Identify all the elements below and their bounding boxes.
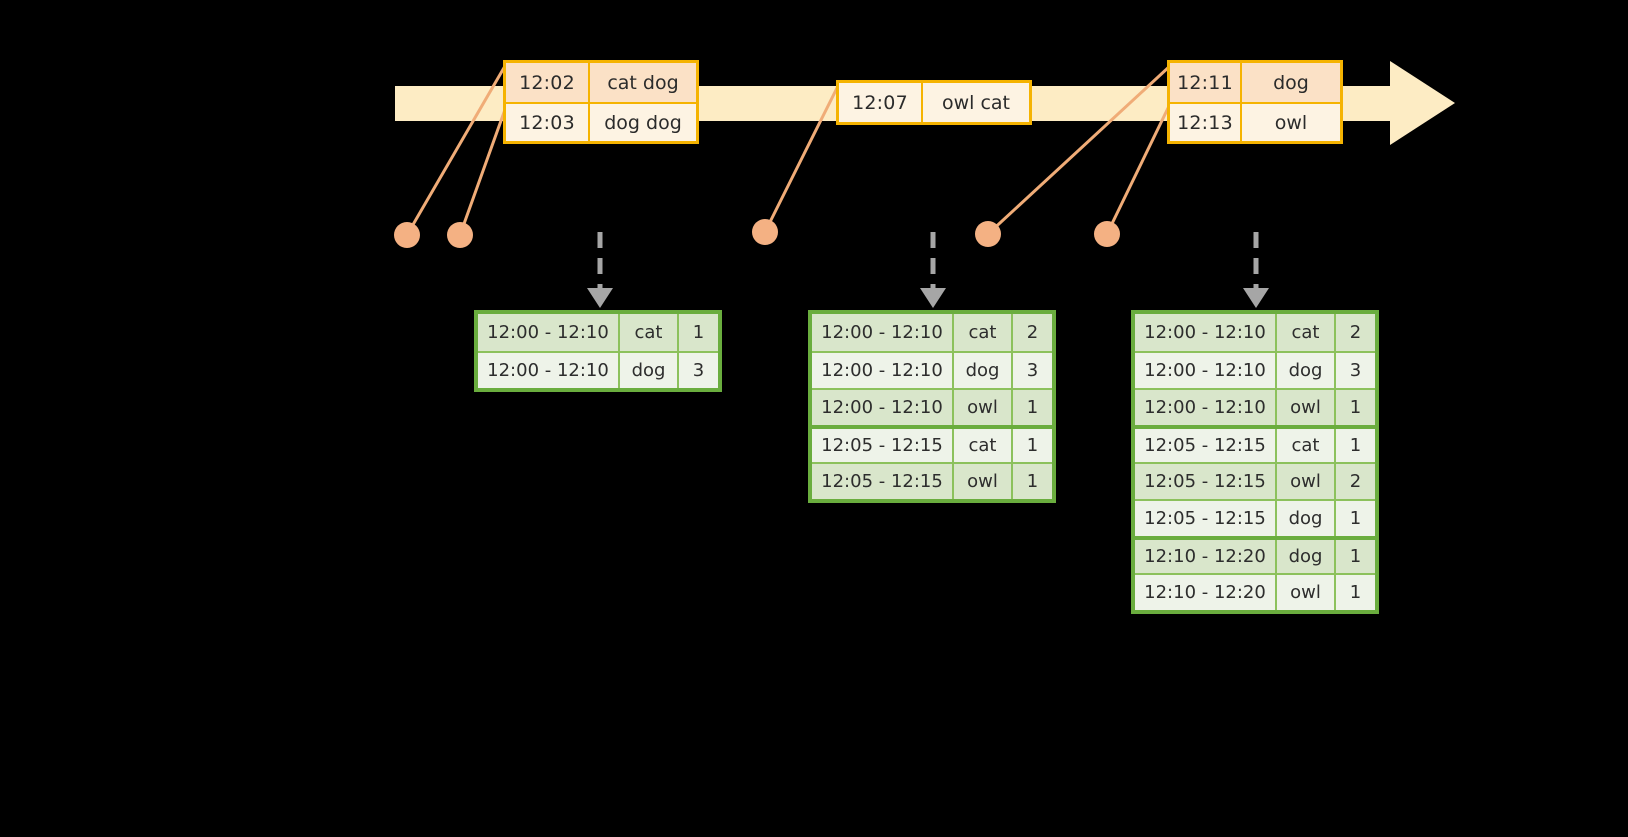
flow-arrow-group: [587, 232, 1269, 308]
cell-key: cat: [1277, 314, 1336, 351]
event-row[interactable]: 12:07 owl cat: [839, 83, 1029, 122]
event-row[interactable]: 12:11 dog: [1170, 63, 1340, 102]
cell-key: dog: [1277, 353, 1336, 388]
cell-window: 12:00 - 12:10: [1135, 390, 1277, 425]
event-value: cat dog: [607, 71, 679, 94]
cell-count: 1: [1349, 397, 1362, 418]
event-value: dog: [1273, 71, 1309, 94]
event-value: dog dog: [604, 111, 682, 134]
cell-window: 12:05 - 12:15: [1135, 429, 1277, 462]
event-time: 12:02: [506, 63, 590, 102]
cell-window: 12:05 - 12:15: [812, 464, 954, 499]
connector-12-13-line: [1105, 103, 1172, 235]
timeline-arrowhead-icon: [1390, 61, 1455, 145]
cell-count: 2: [1349, 471, 1362, 492]
cell-count: 1: [1026, 471, 1039, 492]
event-box-1[interactable]: 12:02 cat dog 12:03 dog dog: [503, 60, 699, 144]
cell-window: 12:00 - 12:10: [812, 390, 954, 425]
event-box-3[interactable]: 12:11 dog 12:13 owl: [1167, 60, 1343, 144]
cell-key: dog: [954, 353, 1013, 388]
event-time: 12:07: [839, 83, 923, 122]
event-row[interactable]: 12:02 cat dog: [506, 63, 696, 102]
cell-count: 1: [692, 322, 705, 343]
cell-key: owl: [954, 464, 1013, 499]
event-time: 12:03: [506, 104, 590, 141]
flow-arrow-to-table-1-head-icon: [587, 288, 613, 308]
cell-count: 2: [1026, 322, 1039, 343]
cell-window: 12:10 - 12:20: [1135, 540, 1277, 573]
cell-count: 2: [1349, 322, 1362, 343]
cell-count: 1: [1026, 397, 1039, 418]
cell-count: 3: [1026, 360, 1039, 381]
event-row[interactable]: 12:03 dog dog: [506, 102, 696, 141]
cell-key: cat: [620, 314, 679, 351]
flow-arrow-to-table-2-head-icon: [920, 288, 946, 308]
cell-key: owl: [1277, 390, 1336, 425]
cell-window: 12:00 - 12:10: [812, 353, 954, 388]
connector-12-13-dot[interactable]: [1094, 221, 1120, 247]
cell-window: 12:00 - 12:10: [1135, 314, 1277, 351]
cell-key: cat: [954, 429, 1013, 462]
event-row[interactable]: 12:13 owl: [1170, 102, 1340, 141]
cell-key: dog: [1277, 501, 1336, 536]
connector-12-07-dot[interactable]: [752, 219, 778, 245]
cell-key: cat: [954, 314, 1013, 351]
cell-key: owl: [1277, 464, 1336, 499]
flow-arrow-to-table-3-head-icon: [1243, 288, 1269, 308]
cell-window: 12:05 - 12:15: [1135, 464, 1277, 499]
cell-key: owl: [1277, 575, 1336, 610]
cell-window: 12:00 - 12:10: [478, 353, 620, 388]
cell-window: 12:05 - 12:15: [1135, 501, 1277, 536]
cell-window: 12:05 - 12:15: [812, 429, 954, 462]
event-time: 12:13: [1170, 104, 1242, 141]
connector-12-02-dot[interactable]: [394, 222, 420, 248]
cell-key: dog: [620, 353, 679, 388]
connector-12-03-dot[interactable]: [447, 222, 473, 248]
cell-count: 1: [1349, 582, 1362, 603]
cell-window: 12:00 - 12:10: [478, 314, 620, 351]
cell-count: 3: [692, 360, 705, 381]
cell-window: 12:00 - 12:10: [1135, 353, 1277, 388]
cell-count: 1: [1349, 508, 1362, 529]
cell-key: cat: [1277, 429, 1336, 462]
event-box-2[interactable]: 12:07 owl cat: [836, 80, 1032, 125]
connector-12-11-dot[interactable]: [975, 221, 1001, 247]
cell-count: 3: [1349, 360, 1362, 381]
cell-count: 1: [1349, 546, 1362, 567]
cell-count: 1: [1349, 435, 1362, 456]
cell-count: 1: [1026, 435, 1039, 456]
cell-key: dog: [1277, 540, 1336, 573]
event-time: 12:11: [1170, 63, 1242, 102]
connector-12-03-line: [458, 103, 509, 236]
cell-window: 12:10 - 12:20: [1135, 575, 1277, 610]
cell-window: 12:00 - 12:10: [812, 314, 954, 351]
event-value: owl: [1274, 111, 1308, 134]
cell-key: owl: [954, 390, 1013, 425]
event-value: owl cat: [941, 91, 1011, 114]
